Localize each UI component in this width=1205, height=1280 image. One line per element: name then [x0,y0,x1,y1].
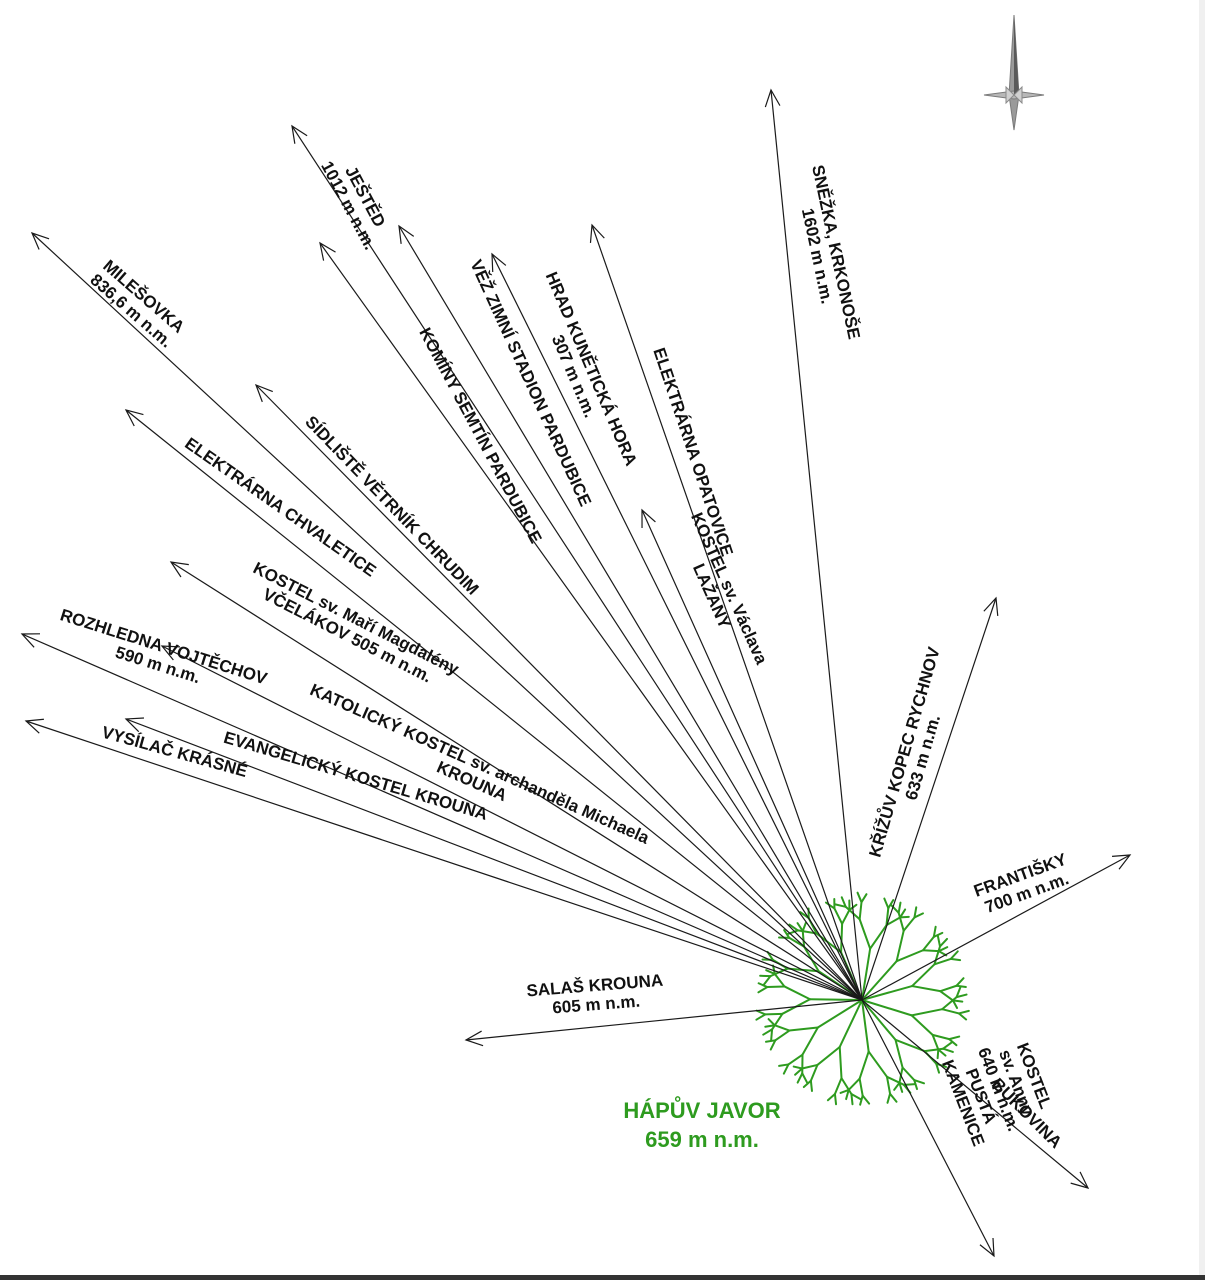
sightlines [20,88,1132,1258]
sightline-kuneticka [491,253,863,1001]
arrowhead-katolicky [160,645,181,661]
sightline-vojtechov [21,633,863,1001]
sightline-lazany [641,509,863,1001]
origin-altitude: 659 m n.m. [645,1127,759,1152]
arrowhead-jested [291,124,308,144]
right-edge [1199,0,1205,1280]
arrowhead-vez [398,224,415,244]
arrowhead-vcelakov [169,561,189,578]
sightline-krasne [25,720,863,1001]
origin-name: HÁPŮV JAVOR [623,1095,780,1123]
sightline-salas [465,999,863,1041]
sightline-komininy [319,242,863,1001]
arrowhead-pusta [979,1237,995,1258]
sightline-krizuv [861,597,997,1001]
compass-rose-icon [983,14,1045,131]
sightline-vcelakov [170,561,863,1001]
arrowhead-chvaletice [124,409,144,427]
arrowhead-lazany [641,508,656,529]
sightline-chrudim [255,384,863,1001]
sightline-chvaletice [125,409,863,1001]
sightline-jested [291,125,863,1001]
arrowhead-kuneticka [491,252,507,273]
sightline-pusta [861,999,995,1257]
arrowhead-komininy [319,241,336,261]
sightline-milesovka [31,232,863,1001]
sightline-opatovice [591,224,863,1001]
arrowhead-snezka [764,88,781,108]
sightline-evangelicky [125,718,863,1001]
sightline-frantisky [861,854,1131,1001]
sightline-katolicky [161,645,863,1001]
arrowhead-krizuv [983,596,999,616]
bottom-border [0,1275,1205,1280]
sightline-vez [398,225,863,1001]
sightline-snezka [770,89,863,1001]
arrowhead-salas [464,1030,484,1047]
arrowhead-frantisky [1112,854,1132,870]
arrowhead-opatovice [589,223,605,243]
arrowhead-krasne [24,718,44,734]
arrowhead-evangelicky [124,717,145,733]
arrowhead-milesovka [30,232,50,250]
sightline-bukovina [861,999,1089,1189]
arrowhead-vojtechov [20,633,41,648]
arrowhead-chrudim [254,383,273,403]
arrowhead-bukovina [1070,1171,1090,1189]
